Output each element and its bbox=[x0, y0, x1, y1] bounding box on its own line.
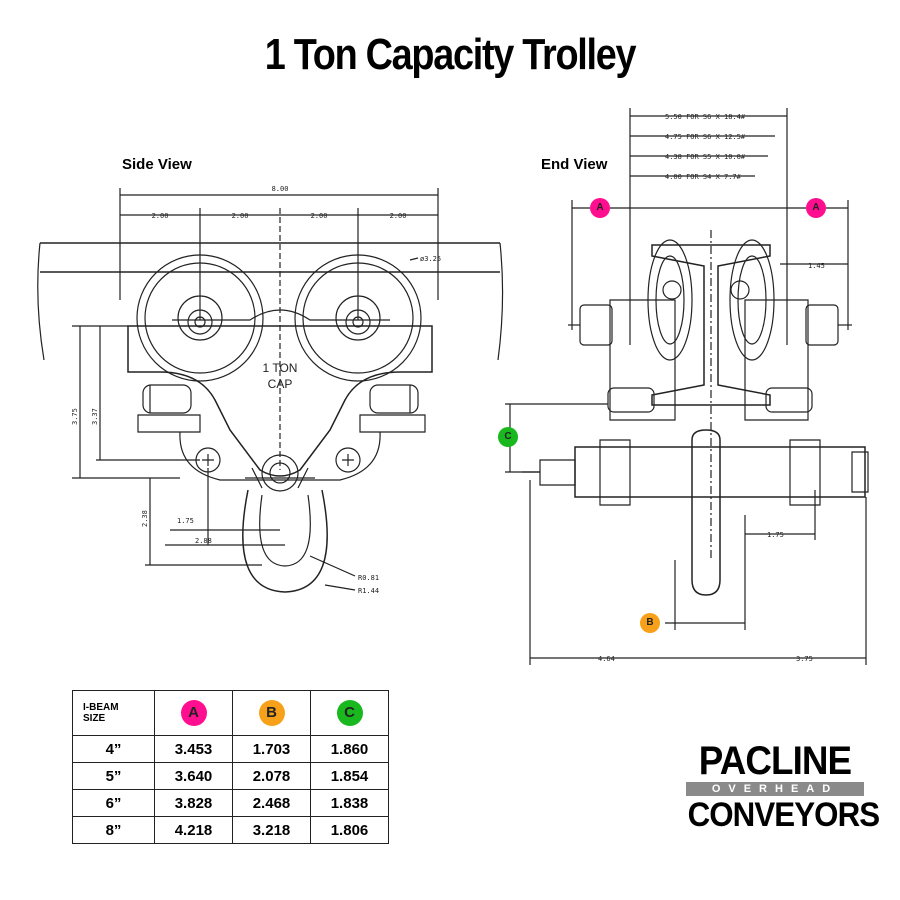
dim-wheel-diameter: ø3.25 bbox=[420, 255, 441, 263]
dim-spacing-3: 2.00 bbox=[311, 212, 328, 220]
ibeam-dimension-table: I-BEAM SIZE A B C 4” 3.453 1.703 1.860 5… bbox=[72, 690, 389, 844]
cell-c: 1.806 bbox=[310, 816, 389, 844]
dim-spacing-1: 2.00 bbox=[152, 212, 169, 220]
table-header-c: C bbox=[310, 690, 389, 736]
dim-flange-2: 4.75 FOR S6 X 12.5# bbox=[665, 133, 746, 141]
dim-radius-1: R0.81 bbox=[358, 574, 379, 582]
cap-line-2: CAP bbox=[268, 377, 293, 391]
table-row: 5” 3.640 2.078 1.854 bbox=[72, 762, 389, 790]
side-view-label: Side View bbox=[122, 156, 192, 173]
dim-height-1: 3.75 bbox=[71, 408, 79, 425]
cell-size: 6” bbox=[72, 789, 155, 817]
page-title: 1 Ton Capacity Trolley bbox=[264, 30, 637, 79]
cell-a: 3.828 bbox=[154, 789, 233, 817]
badge-a-left: A bbox=[590, 198, 610, 218]
badge-b-header: B bbox=[258, 700, 285, 726]
cell-size: 4” bbox=[72, 735, 155, 763]
cell-c: 1.860 bbox=[310, 735, 389, 763]
cell-size: 8” bbox=[72, 816, 155, 844]
header-line-1: I-BEAM bbox=[83, 702, 119, 713]
logo-line-1: PACLINE bbox=[698, 739, 852, 783]
dim-right-width: 3.75 bbox=[796, 655, 813, 663]
dim-flange-1: 5.50 FOR S6 X 18.4# bbox=[665, 113, 746, 121]
table-corner-header: I-BEAM SIZE bbox=[72, 690, 155, 736]
table-row: 6” 3.828 2.468 1.838 bbox=[72, 789, 389, 817]
dim-flange-3: 4.38 FOR S5 X 10.0# bbox=[665, 153, 746, 161]
cap-line-1: 1 TON bbox=[263, 361, 298, 375]
logo-line-2: OVERHEAD bbox=[686, 782, 864, 796]
cell-a: 3.640 bbox=[154, 762, 233, 790]
table-header-b: B bbox=[232, 690, 311, 736]
table-row: 4” 3.453 1.703 1.860 bbox=[72, 735, 389, 763]
cell-b: 3.218 bbox=[232, 816, 311, 844]
dim-width-2: 2.88 bbox=[195, 537, 212, 545]
cell-size: 5” bbox=[72, 762, 155, 790]
table-row: 8” 4.218 3.218 1.806 bbox=[72, 816, 389, 844]
dim-hook-offset: 1.75 bbox=[767, 531, 784, 539]
cell-b: 2.468 bbox=[232, 789, 311, 817]
cell-b: 1.703 bbox=[232, 735, 311, 763]
cell-c: 1.838 bbox=[310, 789, 389, 817]
dim-width-1: 1.75 bbox=[177, 517, 194, 525]
dim-radius-2: R1.44 bbox=[358, 587, 379, 595]
badge-b: B bbox=[640, 613, 660, 633]
dim-left-width: 4.64 bbox=[598, 655, 615, 663]
end-view-label: End View bbox=[541, 156, 608, 173]
header-line-2: SIZE bbox=[83, 713, 106, 724]
cell-a: 3.453 bbox=[154, 735, 233, 763]
dim-overall: 8.00 bbox=[272, 185, 289, 193]
table-header-row: I-BEAM SIZE A B C bbox=[72, 690, 389, 736]
end-view-drawing bbox=[505, 108, 869, 665]
badge-a-right: A bbox=[806, 198, 826, 218]
dim-flange-4: 4.00 FOR S4 X 7.7# bbox=[665, 173, 742, 181]
logo-line-3: CONVEYORS bbox=[687, 796, 881, 834]
dim-side-offset: 1.45 bbox=[808, 262, 825, 270]
cell-b: 2.078 bbox=[232, 762, 311, 790]
cell-c: 1.854 bbox=[310, 762, 389, 790]
side-view-drawing bbox=[37, 188, 504, 593]
pacline-logo: PACLINE OVERHEAD CONVEYORS bbox=[680, 739, 881, 834]
badge-c-header: C bbox=[336, 700, 363, 726]
dim-spacing-2: 2.00 bbox=[232, 212, 249, 220]
dim-height-3: 2.38 bbox=[141, 510, 149, 527]
badge-c: C bbox=[498, 427, 518, 447]
dim-height-2: 3.37 bbox=[91, 408, 99, 425]
badge-a-header: A bbox=[180, 700, 207, 726]
table-header-a: A bbox=[154, 690, 233, 736]
cell-a: 4.218 bbox=[154, 816, 233, 844]
dim-spacing-4: 2.00 bbox=[390, 212, 407, 220]
